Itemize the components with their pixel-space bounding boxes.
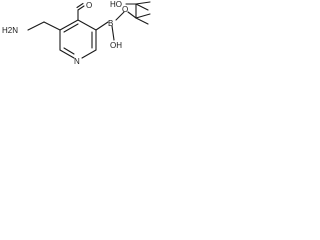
aldehyde-group [76, 2, 85, 21]
pyridine-ring [59, 19, 97, 59]
bond-c2-me2 [135, 3, 149, 11]
bond-c2-me1 [135, 1, 151, 5]
ring-double-bond-n-c2 [63, 47, 75, 55]
ring-bond-c6-n [81, 49, 97, 59]
structure-canvas: O H2N N B OH O HO [0, 0, 160, 86]
ring-bond-c3-c4 [59, 19, 79, 31]
molecule-structure: O H2N N B OH O HO [2, 0, 151, 66]
bond-c-me2 [135, 13, 151, 19]
atom-pinacol-hydroxyl: HO [110, 0, 122, 9]
atom-ester-oxygen: O [122, 5, 128, 14]
bond-b-o [115, 11, 125, 21]
atom-amine: H2N [2, 26, 18, 35]
aminomethyl-group [27, 21, 61, 31]
atom-aldehyde-oxygen: O [86, 1, 92, 10]
ring-double-bond-c3-c4 [63, 23, 79, 33]
boronate-group [95, 1, 151, 41]
bond-o-c [127, 11, 137, 19]
bond-cho-o [77, 5, 85, 11]
atom-boron-hydroxyl: OH [110, 41, 122, 50]
bond-ch2-n [27, 21, 45, 31]
bond-c-me1 [135, 17, 149, 25]
bond-c5-b [95, 21, 109, 31]
atom-boron: B [108, 19, 113, 28]
ring-bond-n-c2 [59, 49, 75, 59]
ring-bond-c4-c5 [77, 19, 97, 31]
bond-c2-ch2 [43, 21, 61, 31]
bond-b-oh [111, 25, 115, 41]
atom-ring-nitrogen: N [74, 57, 80, 66]
bond-cho-o-double [76, 2, 84, 9]
